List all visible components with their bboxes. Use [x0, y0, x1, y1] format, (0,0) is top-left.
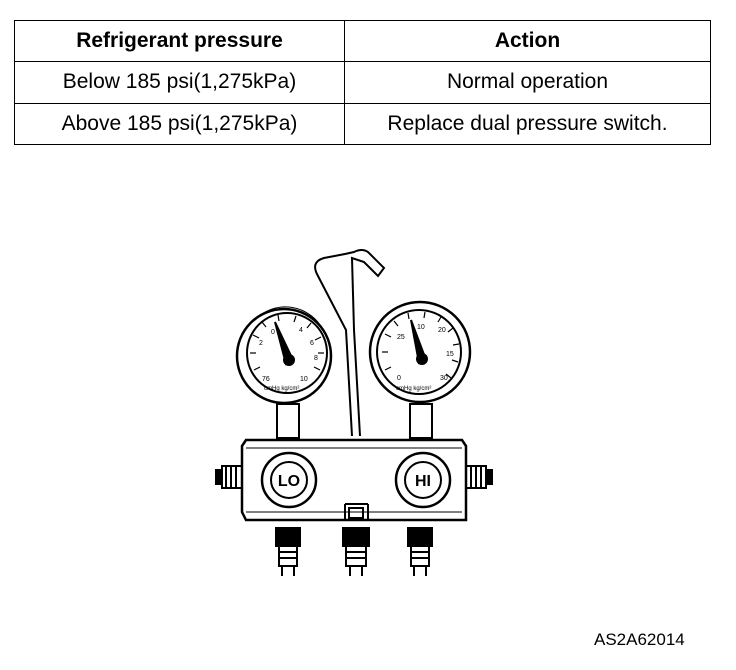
lo-valve-knob — [260, 451, 318, 509]
hi-hose-fitting — [407, 527, 433, 576]
lo-tick-10: 10 — [300, 376, 308, 383]
lo-hose-fitting — [275, 527, 301, 576]
hi-gauge-stem — [409, 403, 433, 439]
lo-gauge — [235, 306, 333, 405]
table-row: Above 185 psi(1,275kPa) Replace dual pre… — [14, 102, 711, 146]
lo-gauge-stem — [276, 403, 300, 439]
hi-tick-30: 30 — [440, 375, 448, 382]
center-hose-fitting — [342, 527, 370, 576]
header-action: Action — [344, 19, 711, 63]
lo-tick-4: 4 — [299, 327, 303, 334]
pressure-action-table: Refrigerant pressure Action Below 185 ps… — [14, 19, 711, 146]
hi-tick-0: 0 — [397, 375, 401, 382]
hi-label: HI — [415, 473, 431, 490]
cell-action: Replace dual pressure switch. — [344, 102, 711, 146]
hi-tick-15: 15 — [446, 351, 454, 358]
lo-tick-76: 76 — [262, 376, 270, 383]
header-refrigerant-pressure: Refrigerant pressure — [14, 19, 345, 63]
manifold-body — [240, 438, 468, 522]
hi-tick-25: 25 — [397, 334, 405, 341]
table-header-row: Refrigerant pressure Action — [14, 19, 711, 63]
hanger-hook — [314, 249, 386, 437]
lo-label: LO — [278, 473, 300, 490]
hi-gauge — [368, 300, 472, 404]
table-row: Below 185 psi(1,275kPa) Normal operation — [14, 61, 711, 104]
lo-tick-2: 2 — [259, 340, 263, 347]
hi-tick-20: 20 — [438, 327, 446, 334]
lo-tick-8: 8 — [314, 355, 318, 362]
right-side-fitting — [465, 465, 493, 489]
figure-id: AS2A62014 — [594, 630, 685, 649]
cell-pressure: Above 185 psi(1,275kPa) — [14, 102, 345, 146]
lo-gauge-units: cmHg kg/cm² — [264, 386, 299, 392]
hi-valve-knob — [394, 451, 452, 509]
left-side-fitting — [215, 465, 243, 489]
hi-gauge-units: cmHg kg/cm² — [396, 386, 431, 392]
cell-action: Normal operation — [344, 61, 711, 104]
lo-tick-0: 0 — [271, 329, 275, 336]
hi-tick-10: 10 — [417, 324, 425, 331]
lo-tick-6: 6 — [310, 340, 314, 347]
